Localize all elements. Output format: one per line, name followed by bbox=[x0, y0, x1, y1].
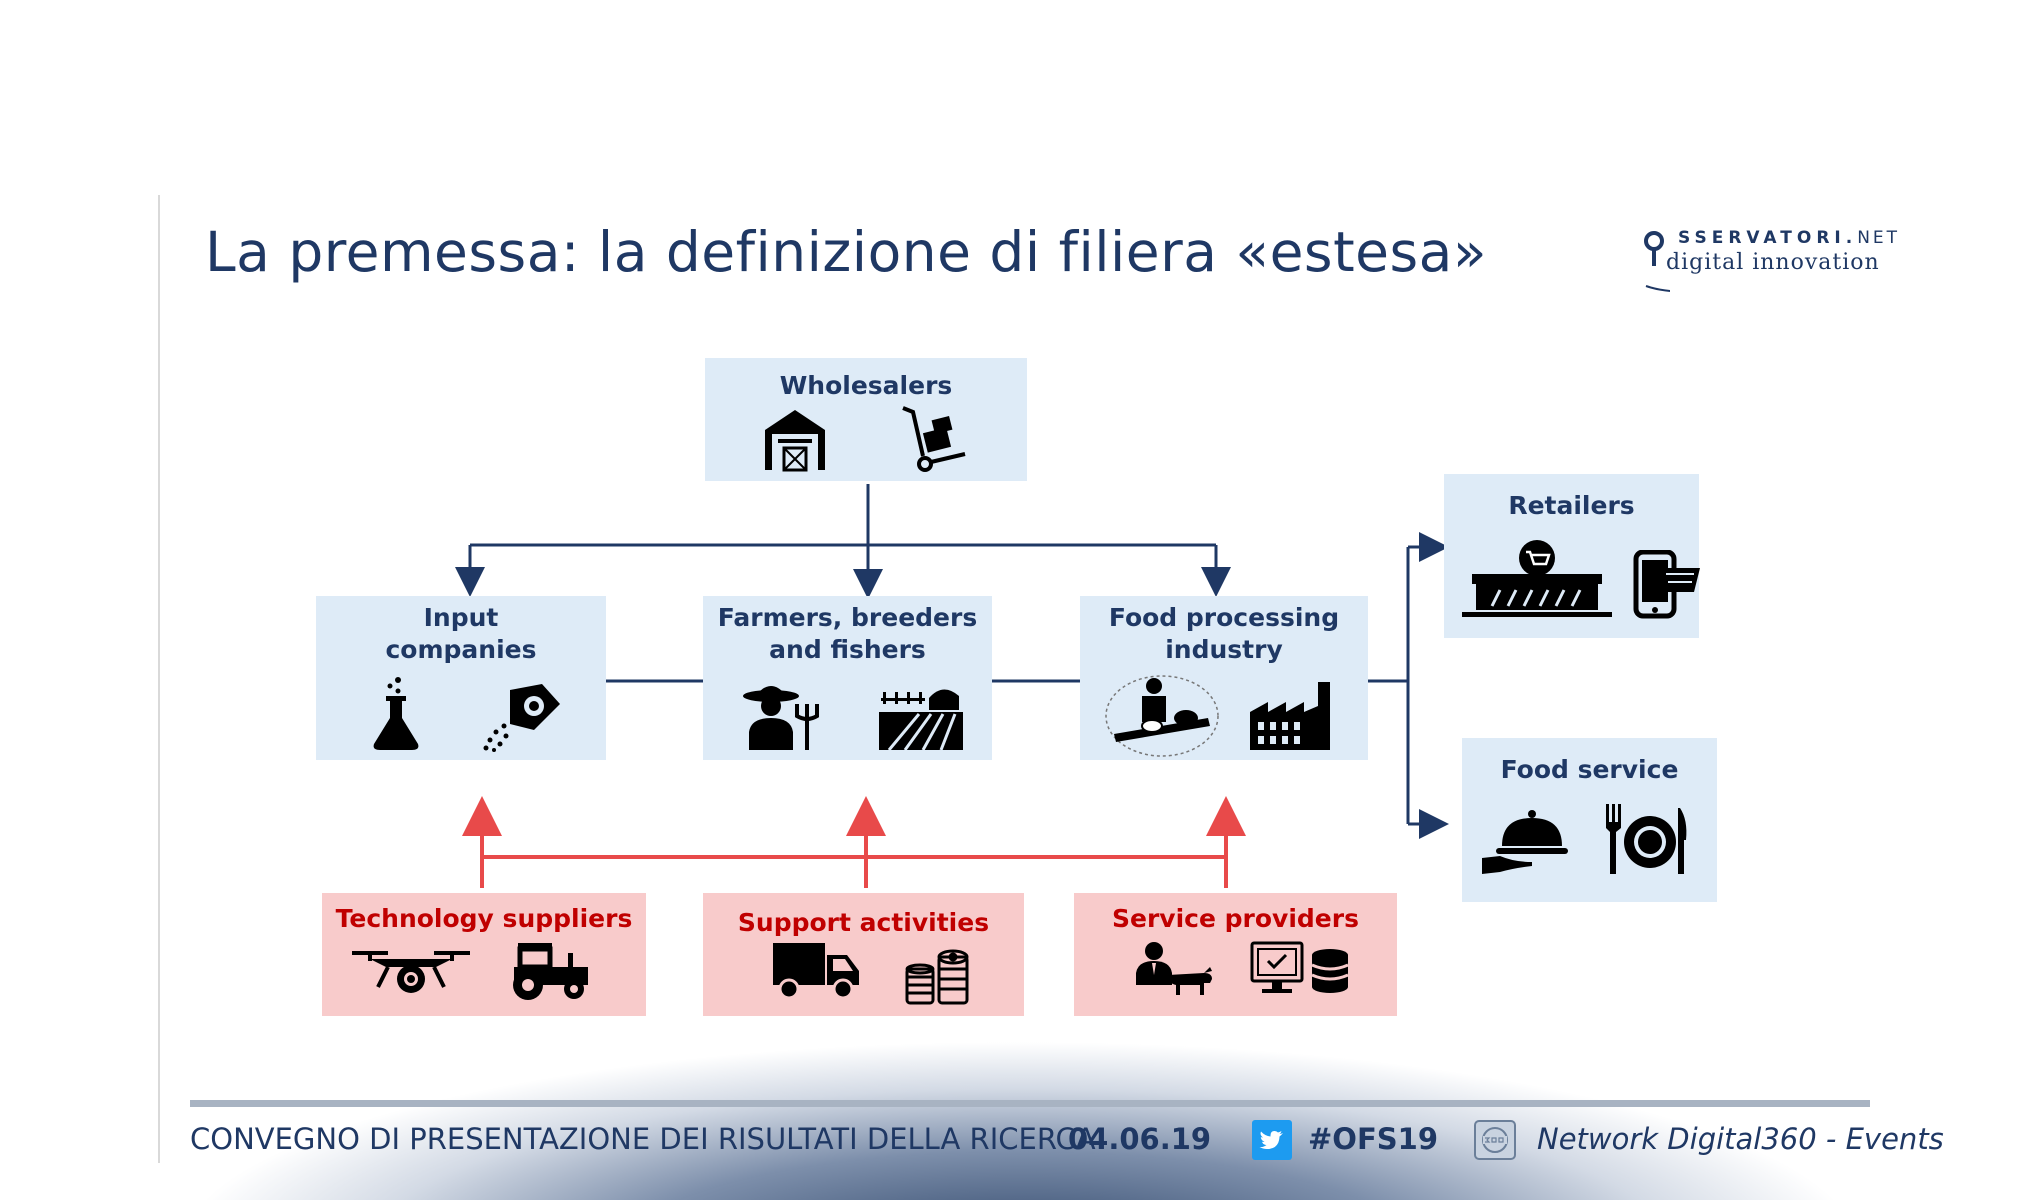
hand-truck-icon bbox=[902, 406, 966, 472]
warehouse-icon bbox=[765, 410, 825, 472]
input-companies-label-line1: Input bbox=[423, 603, 499, 632]
cloche-icon bbox=[1482, 810, 1568, 874]
network360-icon bbox=[1474, 1120, 1516, 1160]
food-processing-box: Food processing industry bbox=[1080, 596, 1368, 760]
flask-icon bbox=[373, 677, 419, 750]
tractor-icon bbox=[513, 943, 588, 1000]
mobile-shopping-icon bbox=[1633, 550, 1700, 619]
footer-divider bbox=[190, 1100, 1870, 1107]
support-activities-label: Support activities bbox=[737, 908, 990, 937]
farmers-label-line2: and fishers bbox=[769, 635, 926, 664]
coins-icon bbox=[905, 949, 969, 1005]
food-service-box: Food service bbox=[1462, 738, 1717, 902]
logo-text-main: SSERVATORI. bbox=[1678, 228, 1858, 248]
technology-suppliers-box: Technology suppliers bbox=[322, 893, 646, 1016]
service-providers-label: Service providers bbox=[1112, 904, 1359, 933]
osservatori-logo: SSERVATORI.NET digital innovation bbox=[1640, 228, 1897, 298]
computer-database-icon bbox=[1250, 941, 1349, 993]
wholesalers-box: Wholesalers bbox=[705, 358, 1027, 481]
logo-text-suffix: NET bbox=[1857, 228, 1901, 248]
farmers-box: Farmers, breeders and fishers bbox=[703, 596, 992, 760]
store-icon bbox=[1462, 540, 1612, 617]
food-processing-label-line2: industry bbox=[1165, 635, 1283, 664]
footer-hashtag: #OFS19 bbox=[1308, 1122, 1439, 1156]
drone-icon bbox=[352, 951, 470, 993]
food-processing-worker-icon bbox=[1105, 675, 1219, 757]
food-processing-label-line1: Food processing bbox=[1108, 603, 1340, 632]
seed-bag-icon bbox=[483, 684, 560, 752]
input-companies-label-line2: companies bbox=[385, 635, 537, 664]
left-vertical-rule bbox=[158, 195, 160, 1163]
consultant-cow-icon bbox=[1136, 942, 1212, 995]
plate-cutlery-icon bbox=[1606, 804, 1687, 874]
service-providers-box: Service providers bbox=[1074, 893, 1397, 1016]
wholesalers-label: Wholesalers bbox=[779, 371, 953, 400]
farm-field-icon bbox=[879, 689, 963, 750]
footer-date: 04.06.19 bbox=[1068, 1122, 1212, 1156]
retailers-label: Retailers bbox=[1508, 491, 1635, 520]
footer-event-title: CONVEGNO DI PRESENTAZIONE DEI RISULTATI … bbox=[190, 1122, 1096, 1156]
technology-suppliers-label: Technology suppliers bbox=[335, 904, 633, 933]
footer-network: Network Digital360 - Events bbox=[1537, 1122, 1944, 1156]
logo-pin-icon bbox=[1644, 231, 1670, 292]
farmers-label-line1: Farmers, breeders bbox=[717, 603, 978, 632]
truck-icon bbox=[773, 943, 859, 999]
twitter-icon bbox=[1252, 1120, 1292, 1160]
factory-icon bbox=[1250, 682, 1330, 750]
support-activities-box: Support activities bbox=[703, 893, 1024, 1016]
farmer-icon bbox=[743, 686, 819, 750]
logo-tagline: digital innovation bbox=[1666, 250, 1880, 275]
slide-title: La premessa: la definizione di filiera «… bbox=[205, 220, 1487, 284]
input-companies-box: Input companies bbox=[316, 596, 606, 760]
food-service-label: Food service bbox=[1500, 755, 1679, 784]
retailers-box: Retailers bbox=[1444, 474, 1700, 638]
